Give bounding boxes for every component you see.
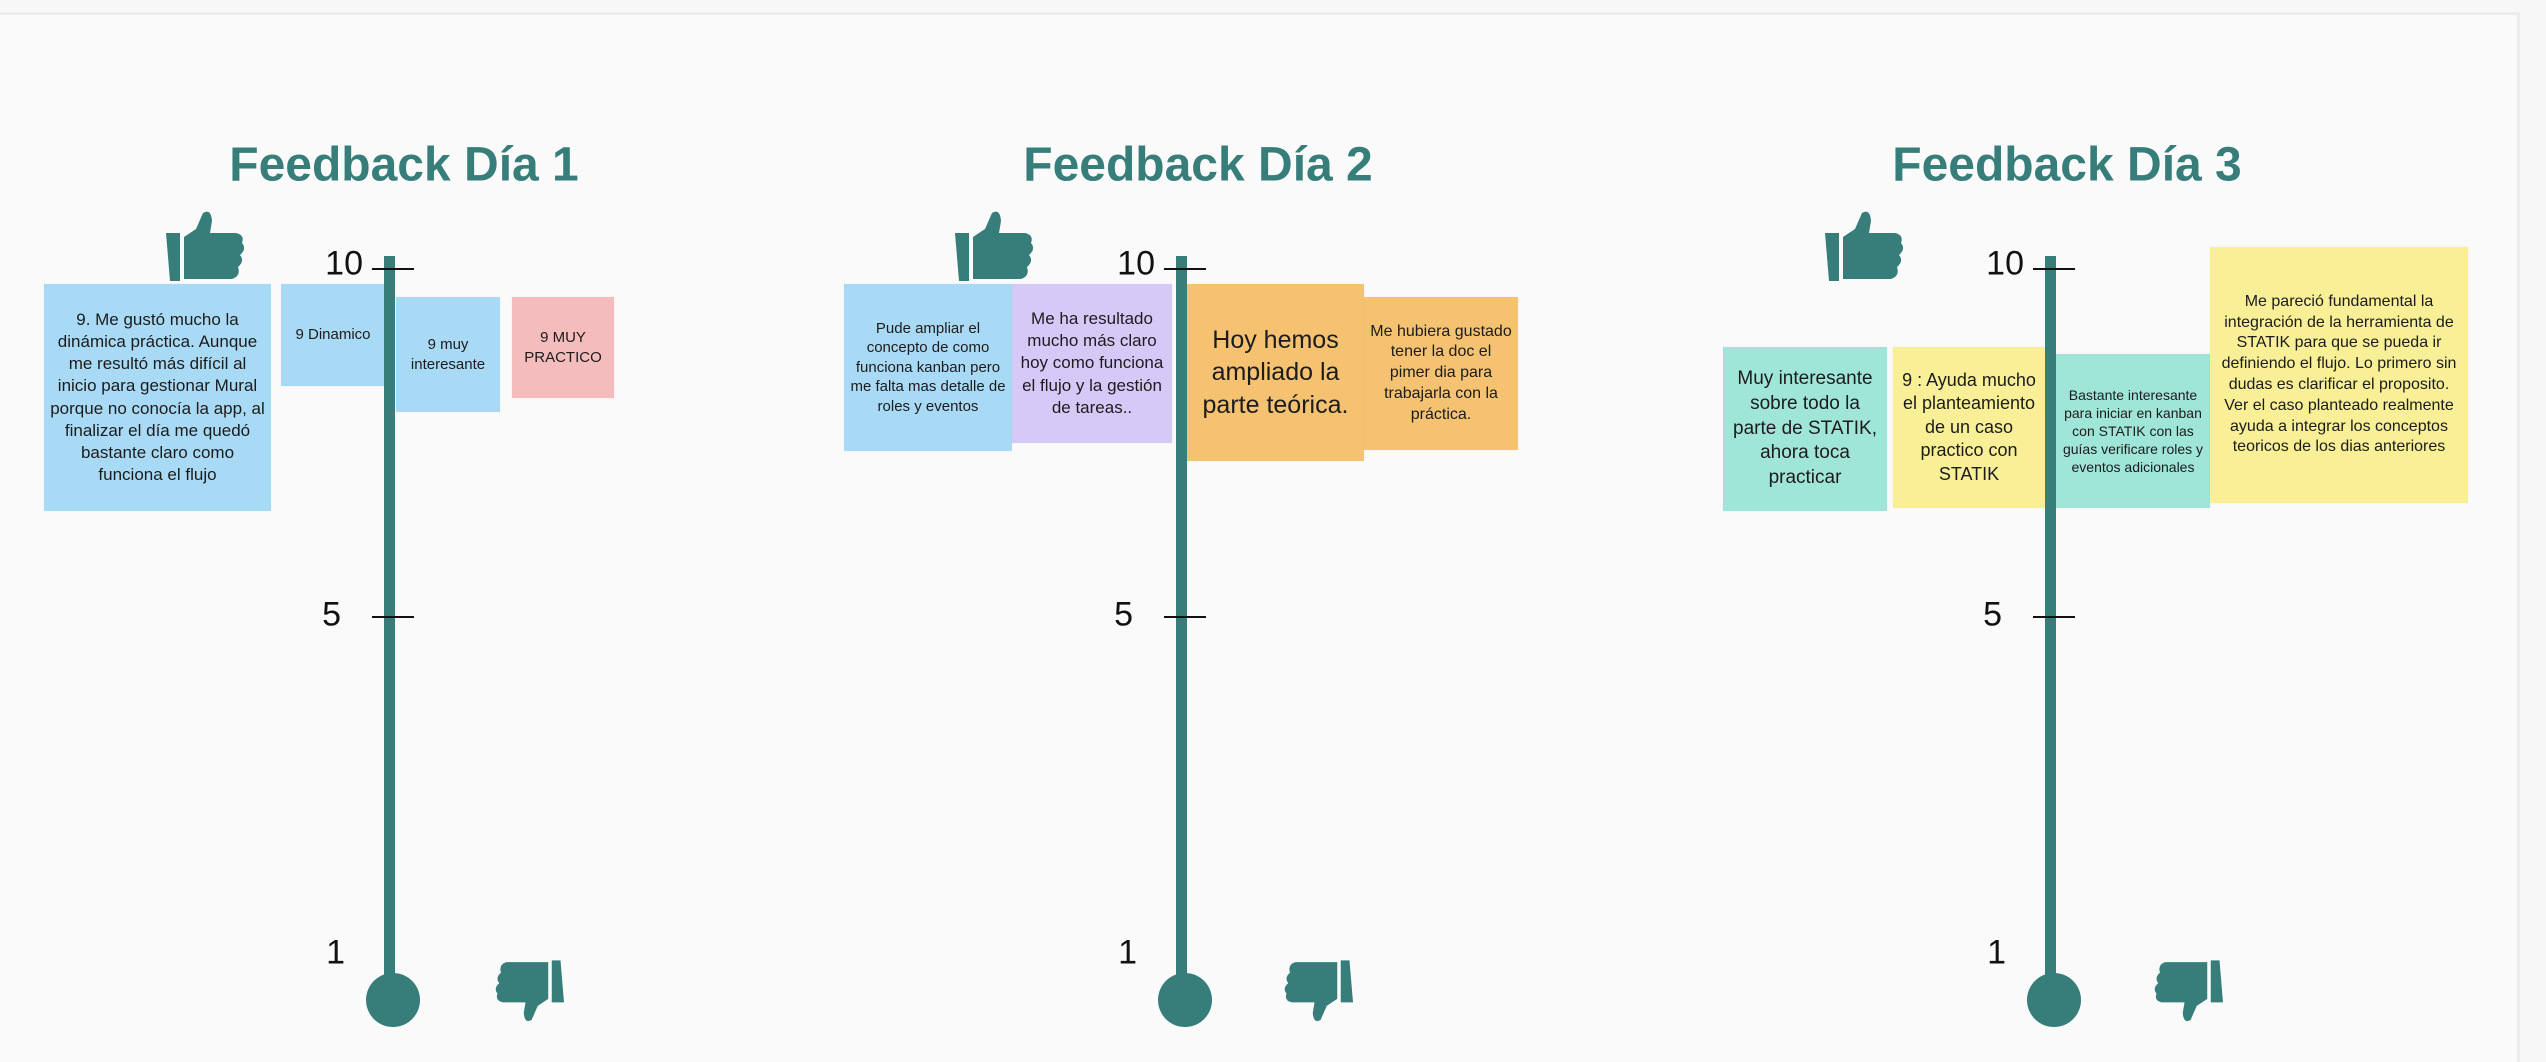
sticky-note[interactable]: 9 muy interesante [396, 297, 500, 412]
rating-scale-base [366, 973, 420, 1027]
scale-tick-5 [2033, 616, 2075, 618]
board-title: Feedback Día 2 [1023, 138, 1373, 192]
thumbs-up-icon [955, 211, 1035, 281]
scale-tick-10 [372, 268, 414, 270]
scale-label-top: 10 [325, 244, 363, 283]
sticky-note[interactable]: 9 : Ayuda mucho el planteamiento de un c… [1893, 347, 2045, 508]
sticky-note[interactable]: 9 MUY PRACTICO [512, 297, 614, 398]
thumbs-down-icon [1283, 956, 1353, 1026]
scale-label-mid: 5 [1114, 595, 1133, 634]
thumbs-down-icon [494, 956, 564, 1026]
thumbs-up-icon [1825, 211, 1905, 281]
scale-tick-10 [2033, 268, 2075, 270]
sticky-note[interactable]: 9. Me gustó mucho la dinámica práctica. … [44, 284, 271, 511]
scale-label-mid: 5 [1983, 595, 2002, 634]
scale-tick-10 [1164, 268, 1206, 270]
scale-label-bottom: 1 [1987, 933, 2006, 972]
sticky-note[interactable]: Me ha resultado mucho más claro hoy como… [1012, 284, 1172, 443]
scale-label-top: 10 [1117, 244, 1155, 283]
board-title: Feedback Día 1 [229, 138, 579, 192]
mural-canvas[interactable]: Feedback Día 1 9. Me gustó mucho la dinám… [0, 12, 2520, 1062]
rating-scale-base [2027, 973, 2081, 1027]
rating-scale-base [1158, 973, 1212, 1027]
rating-scale-pole [2045, 256, 2056, 1000]
sticky-note[interactable]: Pude ampliar el concepto de como funcion… [844, 284, 1012, 451]
scale-tick-5 [1164, 616, 1206, 618]
sticky-note[interactable]: Hoy hemos ampliado la parte teórica. [1187, 284, 1364, 461]
rating-scale-pole [384, 256, 395, 1000]
sticky-note[interactable]: 9 Dinamico [281, 284, 385, 386]
sticky-note[interactable]: Bastante interesante para iniciar en kan… [2056, 354, 2210, 508]
sticky-note[interactable]: Me pareció fundamental la integración de… [2210, 247, 2468, 503]
thumbs-up-icon [166, 211, 246, 281]
scale-label-bottom: 1 [1118, 933, 1137, 972]
sticky-note[interactable]: Me hubiera gustado tener la doc el pimer… [1364, 297, 1518, 450]
scale-label-mid: 5 [322, 595, 341, 634]
sticky-note[interactable]: Muy interesante sobre todo la parte de S… [1723, 347, 1887, 511]
scale-label-bottom: 1 [326, 933, 345, 972]
board-title: Feedback Día 3 [1892, 138, 2242, 192]
scale-tick-5 [372, 616, 414, 618]
scale-label-top: 10 [1986, 244, 2024, 283]
rating-scale-pole [1176, 256, 1187, 1000]
thumbs-down-icon [2153, 956, 2223, 1026]
